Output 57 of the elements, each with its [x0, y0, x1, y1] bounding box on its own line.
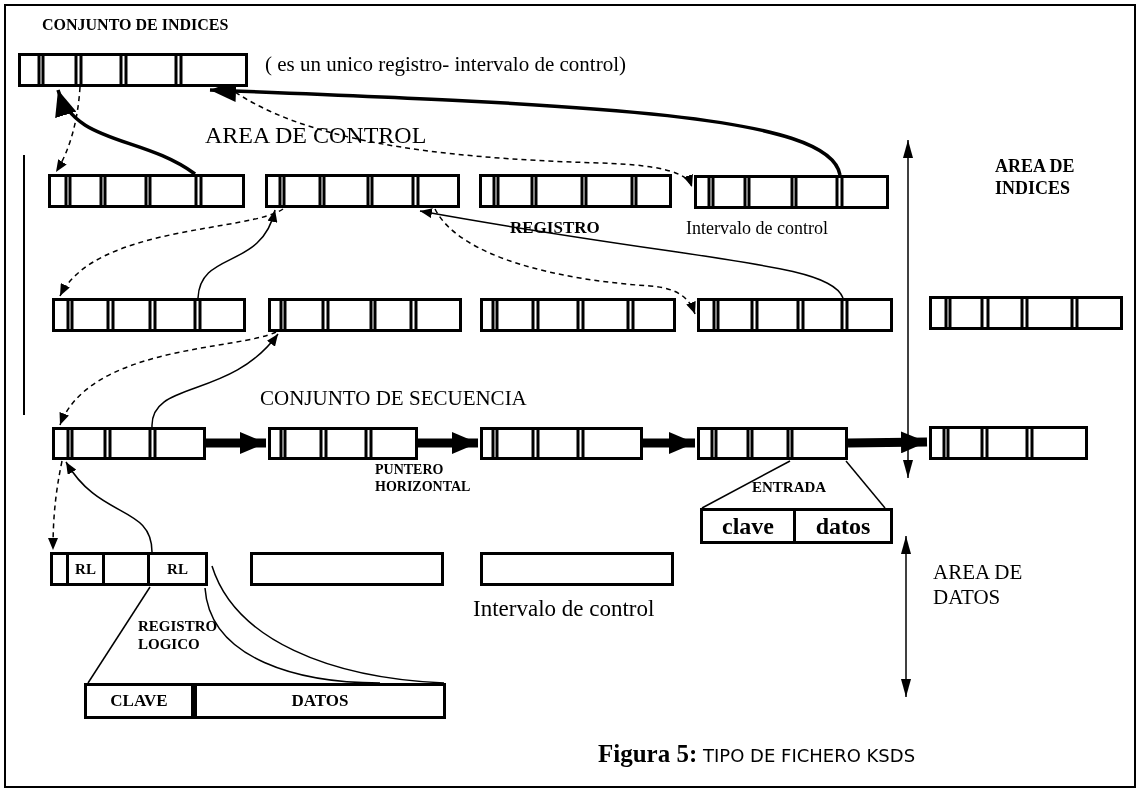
record-box: [929, 296, 1123, 330]
expansion-line: [87, 586, 151, 684]
expansion-line: [701, 460, 791, 509]
record-field: datos: [793, 511, 890, 541]
part-label: ENTRADA: [752, 479, 827, 496]
record-box: [268, 427, 418, 460]
record-field: DATOS: [191, 686, 443, 716]
arrow: [643, 432, 695, 454]
part-label: REGISTRO LOGICO: [138, 617, 219, 653]
arrow: [48, 460, 63, 551]
record-box: [697, 427, 848, 460]
record-box: [52, 298, 246, 332]
record-field: clave: [703, 511, 793, 541]
arrow: [434, 208, 696, 315]
record-box: [265, 174, 460, 208]
part-label: Intervalo de control: [473, 596, 655, 622]
expansion-line: [211, 565, 445, 684]
record-box: [694, 175, 889, 209]
record-box: [52, 427, 206, 460]
arrow: [847, 431, 928, 454]
record-box: [18, 53, 248, 87]
section-title: CONJUNTO DE SECUENCIA: [260, 386, 527, 411]
area-label: AREA DE INDICES: [995, 156, 1076, 200]
record-box: [84, 683, 446, 719]
arrow: [59, 208, 284, 297]
record-box: [480, 427, 643, 460]
record-field: RL: [147, 555, 205, 583]
arrow: [418, 432, 478, 454]
figure-caption: Figura 5: TIPO DE FICHERO KSDS: [598, 740, 916, 768]
expansion-line: [845, 460, 886, 509]
note-text: ( es un unico registro- intervalo de control): [265, 52, 626, 77]
arrow: [55, 86, 81, 173]
group-title: CONJUNTO DE INDICES: [42, 16, 229, 34]
part-label: Intervalo de control: [686, 218, 828, 239]
arrow: [206, 432, 266, 454]
record-box: [268, 298, 462, 332]
record-box: [480, 552, 674, 586]
record-box: [50, 552, 208, 586]
expansion-line: [204, 587, 381, 684]
part-label: REGISTRO: [510, 218, 600, 238]
record-field: RL: [66, 555, 102, 583]
arrow: [419, 208, 844, 299]
arrow: [56, 89, 196, 176]
record-field: CLAVE: [87, 686, 191, 716]
record-box: [697, 298, 893, 332]
record-box: [480, 298, 676, 332]
record-box: [250, 552, 444, 586]
arrow: [65, 461, 153, 553]
area-label: AREA DE DATOS: [933, 560, 1024, 611]
record-box: [929, 426, 1088, 460]
record-box: [700, 508, 893, 544]
record-box: [479, 174, 672, 208]
pointer-label: PUNTERO HORIZONTAL: [375, 462, 472, 496]
arrow: [59, 331, 277, 426]
record-box: [48, 174, 245, 208]
arrow: [151, 333, 279, 428]
arrow: [197, 209, 277, 299]
